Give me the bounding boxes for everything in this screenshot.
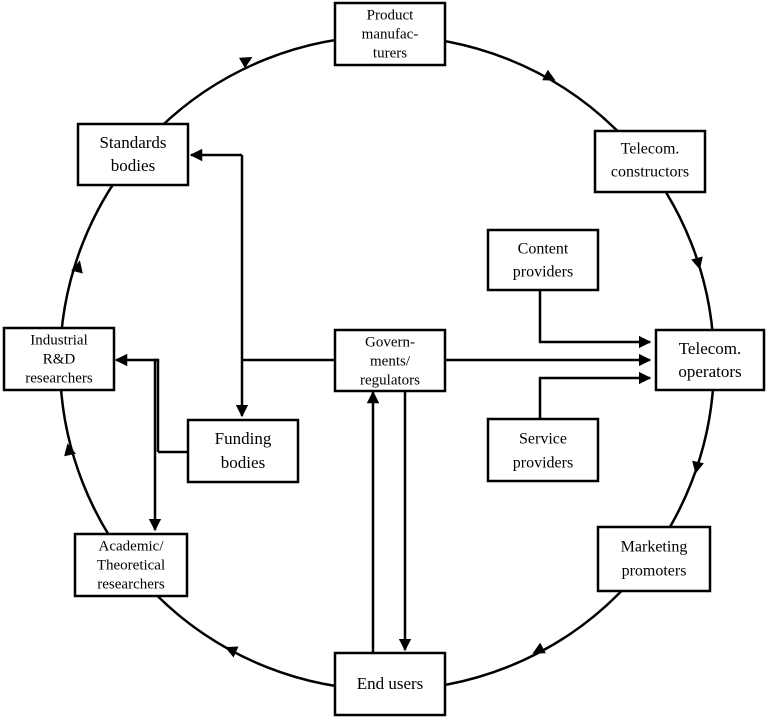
node-label: bodies (111, 156, 155, 175)
ring-arrow-icon (691, 256, 703, 270)
node-label: End users (357, 674, 424, 693)
node-label: researchers (97, 576, 165, 592)
node-label: Industrial (30, 332, 88, 348)
node-end-users: End users (333, 651, 447, 717)
connector-lines (114, 148, 652, 652)
node-funding-bodies: Funding bodies (186, 418, 300, 484)
ring-arrow-icon (692, 460, 704, 474)
node-label: Content (518, 241, 569, 258)
node-industrial-researchers: Industrial R&D researchers (2, 326, 116, 392)
ring-arrow-icon (532, 642, 546, 654)
ring-arrow-icon (64, 443, 76, 457)
node-label: Telecom. (679, 339, 742, 358)
node-label: researchers (25, 370, 93, 386)
funding-to-industrial-arrow (114, 353, 160, 452)
ring-arrow-icon (239, 57, 253, 69)
node-label: bodies (221, 453, 265, 472)
node-label: Marketing (621, 539, 688, 556)
content-to-operators-arrow (538, 290, 652, 349)
ring-direction-arrows (64, 57, 704, 658)
service-to-operators-arrow (538, 371, 652, 419)
node-label: Service (519, 431, 567, 448)
node-governments-regulators: Govern- ments/ regulators (333, 328, 447, 393)
node-label: R&D (43, 351, 76, 367)
node-label: Standards (99, 133, 166, 152)
ring-arrow-icon (71, 260, 83, 274)
node-label: promoters (622, 563, 687, 580)
node-label: constructors (611, 164, 689, 181)
node-telecom-operators: Telecom. operators (654, 328, 766, 392)
node-content-providers: Content providers (486, 228, 600, 292)
node-label: regulators (360, 372, 420, 388)
node-label: Govern- (365, 334, 415, 350)
node-label: Product (367, 7, 414, 23)
node-label: providers (513, 264, 573, 281)
node-product-manufacturers: Product manufac- turers (333, 1, 447, 67)
funding-to-academic-arrow (148, 358, 162, 532)
node-marketing-promoters: Marketing promoters (596, 525, 712, 593)
node-label: operators (678, 362, 741, 381)
node-label: manufac- (362, 26, 419, 42)
node-label: Academic/ (99, 538, 165, 554)
node-label: Telecom. (621, 141, 680, 158)
node-label: Theoretical (97, 557, 165, 573)
node-label: ments/ (370, 353, 411, 369)
node-telecom-constructors: Telecom. constructors (593, 129, 707, 194)
ring-arrow-icon (225, 646, 239, 658)
node-label: Funding (215, 429, 272, 448)
node-academic-researchers: Academic/ Theoretical researchers (73, 532, 189, 598)
node-service-providers: Service providers (486, 417, 600, 483)
node-standards-bodies: Standards bodies (76, 122, 190, 187)
node-label: turers (373, 45, 407, 61)
node-label: providers (513, 455, 573, 472)
ring-arrow-icon (542, 69, 556, 81)
